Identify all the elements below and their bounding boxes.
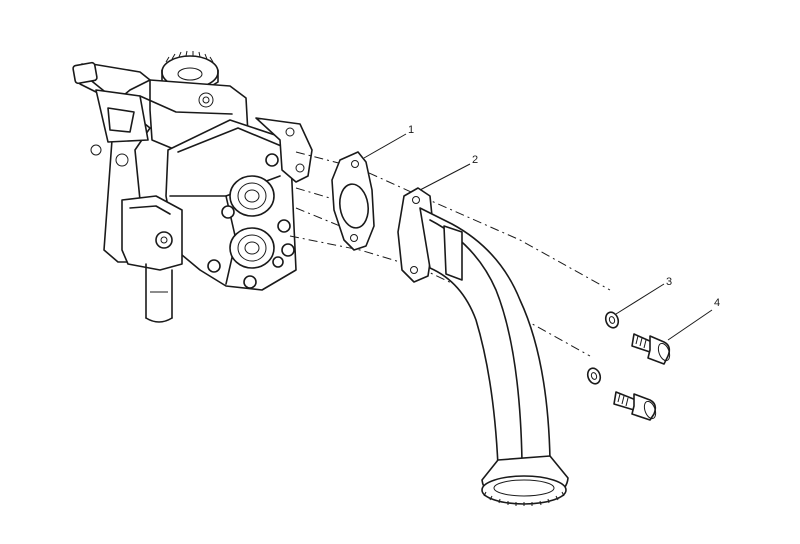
washer [586,367,602,385]
callout-label-3: 3 [666,276,672,288]
bolt [613,391,657,421]
callout-label-4: 4 [714,297,720,309]
callout-3: 3 [615,276,672,315]
callout-label-2: 2 [472,154,478,166]
callout-4: 4 [667,297,720,341]
suction-pipe [397,187,569,506]
callout-1: 1 [363,124,414,159]
oil-pump-assembly [72,50,313,323]
washer [604,311,620,329]
gasket [331,151,375,251]
strainer [481,455,569,506]
callout-2: 2 [419,154,478,191]
callout-label-1: 1 [408,124,414,136]
bolt [631,333,671,365]
